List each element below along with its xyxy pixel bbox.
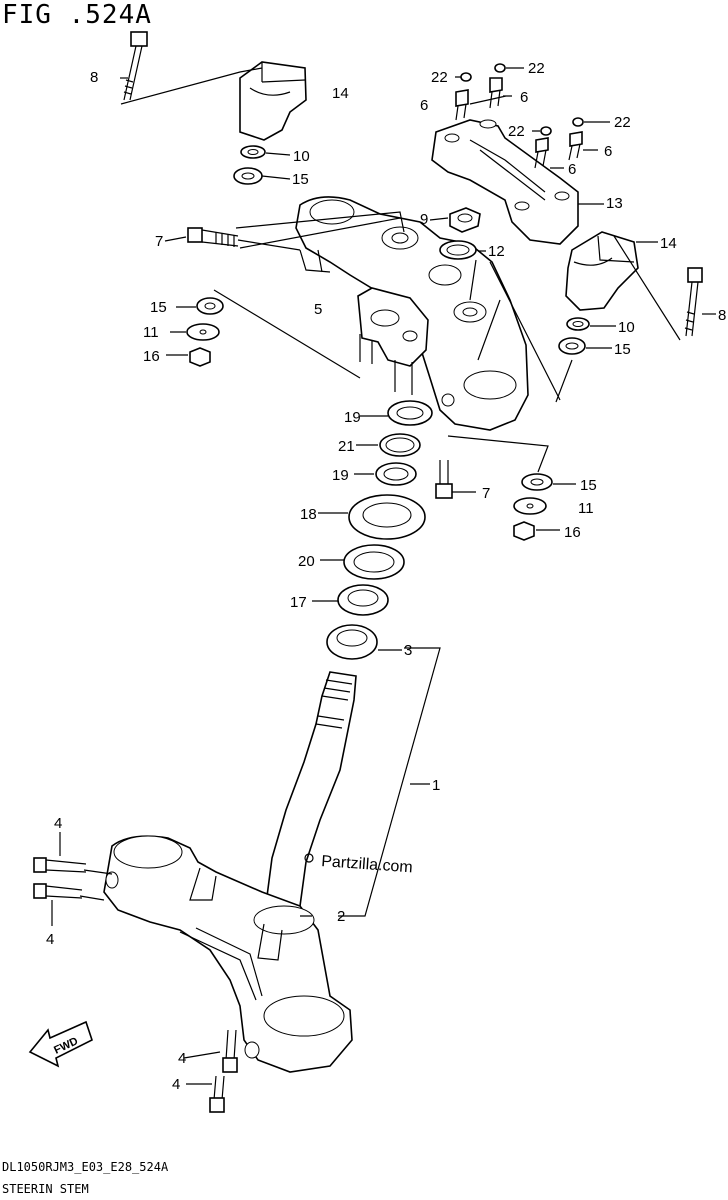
callout-6: 6 [568, 161, 576, 178]
watermark-text: Partzilla.com [321, 853, 414, 876]
bearing-17 [337, 584, 389, 616]
callout-19: 19 [344, 409, 361, 426]
stem-nut-9 [449, 207, 481, 233]
callout-13: 13 [606, 195, 623, 212]
fwd-arrow-icon: FWD [28, 1020, 93, 1068]
callout-labels: 8 14 10 15 7 9 12 13 14 8 10 15 5 15 11 … [46, 60, 726, 1093]
clamp-bolt-right [684, 267, 703, 337]
callout-bracket-1-2-3 [300, 647, 441, 917]
clamp-bolts-4 [33, 832, 238, 1113]
callout-22: 22 [614, 114, 631, 131]
callout-4: 4 [54, 815, 62, 832]
callout-15: 15 [292, 171, 309, 188]
callout-6: 6 [520, 89, 528, 106]
watermark: Partzilla.com [304, 853, 414, 876]
bracket-8-14-left [120, 67, 263, 105]
callout-14: 14 [332, 85, 349, 102]
callout-21: 21 [338, 438, 355, 455]
callout-11: 11 [578, 500, 594, 517]
callout-16: 16 [143, 348, 160, 365]
callout-14: 14 [660, 235, 677, 252]
callout-22: 22 [431, 69, 448, 86]
leader-7-left [164, 236, 187, 242]
callout-4: 4 [178, 1050, 186, 1067]
callout-10: 10 [293, 148, 310, 165]
bolt-7-left [187, 227, 239, 247]
callout-8: 8 [718, 307, 726, 324]
bearing-race-20 [343, 544, 405, 580]
clamp-bolt-left [123, 31, 148, 101]
callout-3: 3 [404, 642, 412, 659]
callout-6: 6 [604, 143, 612, 160]
callout-4: 4 [172, 1076, 180, 1093]
callout-22: 22 [508, 123, 525, 140]
callout-2: 2 [337, 908, 345, 925]
callout-15: 15 [580, 477, 597, 494]
callout-8: 8 [90, 69, 98, 86]
figure-title: FIG .524A [2, 0, 152, 30]
mount-boss-5 [357, 287, 429, 395]
handlebar-clamp-right [565, 231, 639, 311]
callout-7: 7 [155, 233, 163, 250]
callout-4: 4 [46, 931, 54, 948]
callout-17: 17 [290, 594, 307, 611]
callout-20: 20 [298, 553, 315, 570]
callout-11: 11 [143, 324, 159, 341]
bearing-3 [326, 624, 378, 660]
washer-21 [379, 433, 421, 457]
callout-5: 5 [314, 301, 322, 318]
callout-19: 19 [332, 467, 349, 484]
callout-7: 7 [482, 485, 490, 502]
bolt-7-right [435, 460, 453, 499]
lower-bracket [103, 835, 353, 1073]
handlebar-holder-13 [431, 119, 579, 245]
callout-15: 15 [150, 299, 167, 316]
callout-18: 18 [300, 506, 317, 523]
callout-12: 12 [488, 243, 505, 260]
callout-1: 1 [432, 777, 440, 794]
callout-15: 15 [614, 341, 631, 358]
callout-6: 6 [420, 97, 428, 114]
bolts-6 [455, 77, 583, 169]
dust-seal-18 [348, 494, 426, 540]
nut-16-left [189, 347, 211, 367]
callout-22: 22 [528, 60, 545, 77]
dust-seal-19-b [375, 462, 417, 486]
diagram-code: DL1050RJM3_E03_E28_524A [2, 1160, 169, 1174]
nut-16-right [513, 521, 535, 541]
diagram-name: STEERIN STEM [2, 1182, 89, 1196]
dust-seal-19-a [387, 400, 433, 426]
callout-10: 10 [618, 319, 635, 336]
callout-16: 16 [564, 524, 581, 541]
handlebar-clamp-left [239, 61, 307, 141]
callout-9: 9 [420, 211, 428, 228]
caps-22 [460, 63, 584, 136]
